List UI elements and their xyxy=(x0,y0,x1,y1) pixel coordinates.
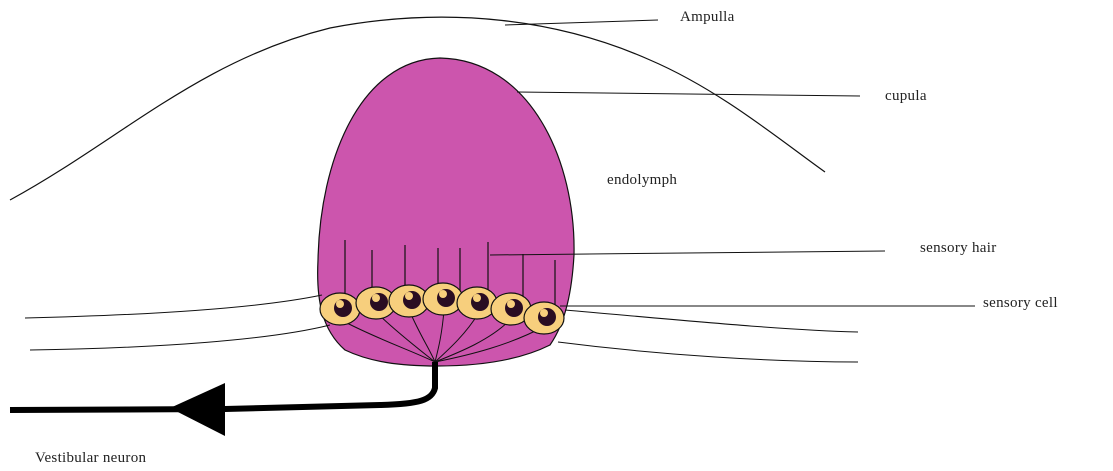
label-endolymph: endolymph xyxy=(607,172,677,189)
label-ampulla: Ampulla xyxy=(680,9,735,26)
arrow-head-icon xyxy=(170,383,225,436)
label-cupula: cupula xyxy=(885,88,927,105)
sensory-cell xyxy=(457,287,497,319)
label-sensory-cell: sensory cell xyxy=(983,295,1058,312)
sensory-cell xyxy=(320,293,360,325)
sensory-cell xyxy=(524,302,564,334)
label-vestibular-neuron: Vestibular neuron xyxy=(35,450,146,467)
cupula-leader xyxy=(517,92,860,96)
ampulla-leader xyxy=(505,20,658,25)
label-sensory-hair: sensory hair xyxy=(920,240,997,257)
